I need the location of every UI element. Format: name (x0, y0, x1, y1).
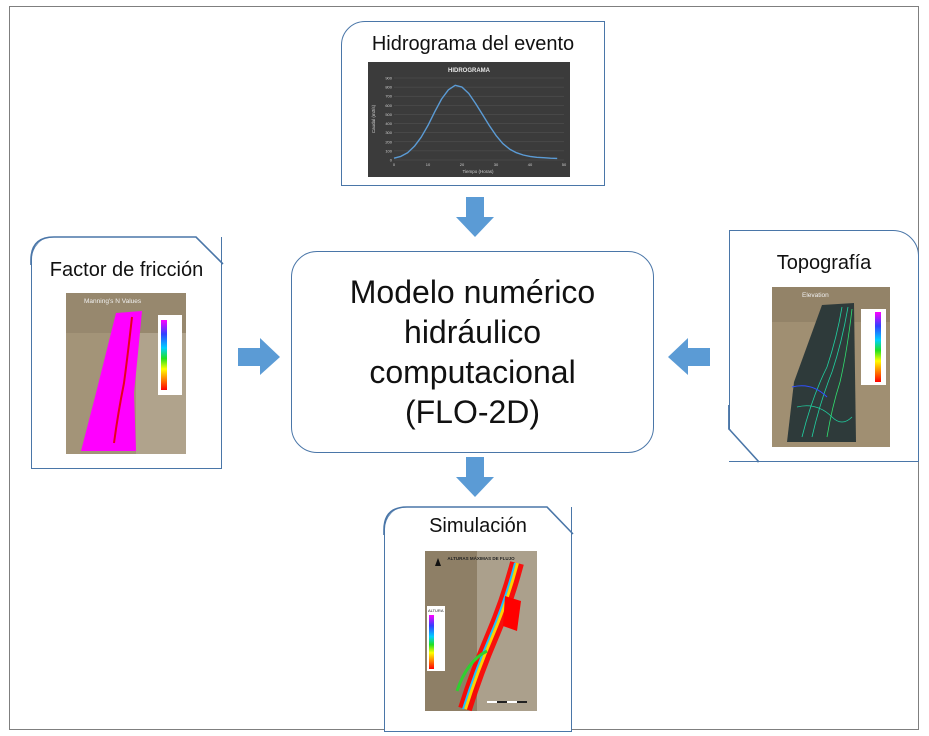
hydrograph-line (393, 84, 558, 160)
x-tick-label: 10 (426, 162, 431, 167)
y-tick-label: 300 (385, 130, 392, 135)
topografia-card-corner-line (728, 405, 760, 463)
friction-map-svg: Manning's N Values (66, 293, 186, 454)
simulation-map: ALTURAS MÁXIMAS DE FLUJO ALTURA (417, 541, 545, 719)
x-tick-label: 40 (528, 162, 533, 167)
y-tick-label: 600 (385, 103, 392, 108)
simulacion-card-top (383, 506, 574, 535)
topography-map: Elevation (772, 287, 890, 447)
hydrograph-chart: HIDROGRAMA Tiempo (Horas) Caudal (m3/s) … (368, 62, 570, 177)
friction-map: Manning's N Values (66, 293, 186, 454)
friccion-label: Factor de fricción (49, 259, 204, 281)
x-tick-label: 50 (562, 162, 567, 167)
y-tick-label: 700 (385, 94, 392, 99)
topografia-label: Topografía (776, 252, 872, 274)
modelo-box: Modelo numérico hidráulico computacional… (291, 251, 654, 453)
y-tick-label: 0 (390, 158, 393, 163)
x-tick-label: 30 (494, 162, 499, 167)
x-tick-label: 0 (393, 162, 396, 167)
chart-ylabel: Caudal (m3/s) (371, 104, 376, 133)
arrow-right-friccion (238, 338, 280, 375)
modelo-line-3: computacional (369, 354, 576, 390)
y-tick-label: 400 (385, 121, 392, 126)
north-arrow-icon (435, 558, 441, 566)
y-tick-label: 200 (385, 139, 392, 144)
x-tick-label: 20 (460, 162, 465, 167)
hidrograma-label: Hidrograma del evento (371, 33, 575, 55)
topography-map-svg: Elevation (772, 287, 890, 447)
arrow-down-hidrograma (456, 197, 494, 237)
simulation-map-title: ALTURAS MÁXIMAS DE FLUJO (447, 555, 515, 561)
y-tick-label: 900 (385, 76, 392, 81)
simulacion-label: Simulación (429, 515, 527, 537)
modelo-line-4: (FLO-2D) (404, 394, 541, 430)
chart-xlabel: Tiempo (Horas) (462, 169, 494, 174)
arrow-left-topografia (668, 338, 710, 375)
y-tick-label: 800 (385, 85, 392, 90)
topography-map-title: Elevation (802, 292, 829, 299)
modelo-line-1: Modelo numérico (349, 274, 596, 310)
card-corner (590, 150, 610, 190)
hydrograph-svg: HIDROGRAMA Tiempo (Horas) Caudal (m3/s) … (371, 68, 567, 174)
arrow-down-simulacion (456, 457, 494, 497)
y-tick-label: 100 (385, 148, 392, 153)
y-tick-label: 500 (385, 112, 392, 117)
modelo-line-2: hidráulico (404, 314, 541, 350)
chart-title: HIDROGRAMA (448, 68, 491, 74)
friction-map-title: Manning's N Values (84, 298, 142, 305)
simulation-legend-title: ALTURA (428, 608, 444, 613)
simulation-map-svg: ALTURAS MÁXIMAS DE FLUJO ALTURA (425, 551, 537, 712)
friccion-card-top (30, 236, 224, 265)
